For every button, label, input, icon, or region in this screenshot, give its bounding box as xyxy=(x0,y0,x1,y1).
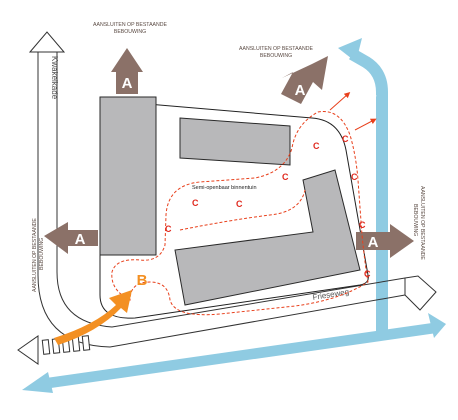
building-west xyxy=(99,96,157,256)
route-marker: C xyxy=(359,220,366,230)
svg-text:AANSLUITEN OP BESTAANDE: AANSLUITEN OP BESTAANDE xyxy=(93,22,167,28)
access-arrow-top: A xyxy=(111,48,143,94)
svg-text:BEBOUWING: BEBOUWING xyxy=(412,204,418,236)
access-letter: A xyxy=(295,82,306,99)
route-arrowhead-icon xyxy=(354,118,377,131)
access-arrow-icon xyxy=(281,56,328,104)
access-arrow-icon xyxy=(44,222,98,254)
entry-letter: B xyxy=(137,272,148,289)
route-marker: C xyxy=(165,224,172,234)
svg-text:BEBOUWING: BEBOUWING xyxy=(39,238,45,270)
access-arrow-top-right: A xyxy=(281,56,328,104)
access-arrow-icon xyxy=(111,48,143,94)
access-letter: A xyxy=(368,234,379,251)
route-marker: C xyxy=(364,269,371,279)
access-arrow-right: A xyxy=(356,224,414,258)
connect-label-right: AANSLUITEN OP BESTAANDE BEBOUWING xyxy=(412,186,425,260)
route-arrowhead-icon xyxy=(329,92,351,111)
kwakelkade-label: Kwakelkade xyxy=(50,56,59,100)
svg-text:AANSLUITEN OP BESTAANDE: AANSLUITEN OP BESTAANDE xyxy=(419,186,425,260)
site-outline xyxy=(99,99,369,319)
access-arrow-left: A xyxy=(44,222,98,254)
canal-arrow: Noorhollandsch Kanaal xyxy=(22,313,446,395)
frieseweg-road: Frieseweg xyxy=(17,275,437,365)
building-southeast xyxy=(174,169,361,306)
svg-text:BEBOUWING: BEBOUWING xyxy=(114,29,146,35)
route-marker: C xyxy=(342,134,349,144)
garden-label: Semi-openbaar binnentuin xyxy=(192,185,257,191)
access-letter: A xyxy=(75,231,86,248)
route-marker: C xyxy=(282,172,289,182)
connect-label-top: AANSLUITEN OP BESTAANDE BEBOUWING xyxy=(93,22,167,35)
access-arrow-icon xyxy=(356,224,414,258)
connect-label-left: AANSLUITEN OP BESTAANDE BEBOUWING xyxy=(32,218,45,292)
svg-text:AANSLUITEN OP BESTAANDE: AANSLUITEN OP BESTAANDE xyxy=(239,46,313,52)
route-marker: C xyxy=(192,198,199,208)
route-marker: C xyxy=(313,141,320,151)
access-letter: A xyxy=(122,75,133,92)
walking-route xyxy=(111,110,369,316)
walking-route-inner xyxy=(179,189,306,231)
entry-arrow: B xyxy=(54,272,148,345)
kwakelkade-road: Kwakelkade xyxy=(28,31,406,348)
building-north xyxy=(179,117,291,166)
connect-label-top-right: AANSLUITEN OP BESTAANDE BEBOUWING xyxy=(239,46,313,59)
route-marker: C xyxy=(236,199,243,209)
svg-text:BEBOUWING: BEBOUWING xyxy=(260,53,292,59)
entry-arrow-icon xyxy=(54,290,132,345)
svg-text:AANSLUITEN OP BESTAANDE: AANSLUITEN OP BESTAANDE xyxy=(32,218,38,292)
route-marker: C xyxy=(351,172,358,182)
